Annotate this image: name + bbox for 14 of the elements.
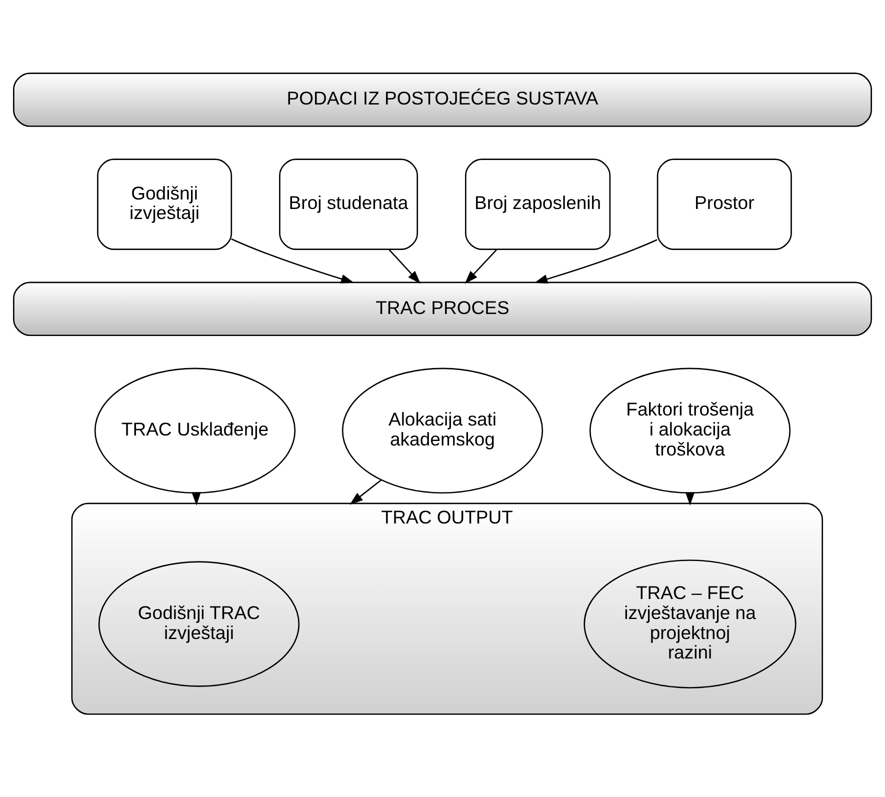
node-box: Prostor: [656, 158, 792, 250]
node-box: TRAC PROCES: [13, 281, 872, 336]
node-box: Broj studenata: [279, 158, 418, 250]
arrow: [464, 248, 498, 284]
node-ellipse: Alokacija sati akademskog: [342, 367, 544, 494]
node-ellipse: TRAC – FEC izvještavanje na projektnoj razini: [584, 559, 796, 688]
node-box: Broj zaposlenih: [465, 158, 611, 250]
arrow: [350, 479, 382, 504]
node-box: PODACI IZ POSTOJEĆEG SUSTAVA: [13, 72, 872, 126]
node-box: Godišnji izvještaji: [97, 158, 232, 250]
arrow: [231, 238, 354, 283]
node-ellipse: Godišnji TRAC izvještaji: [98, 560, 300, 686]
arrow: [388, 248, 421, 284]
arrow: [534, 238, 658, 284]
